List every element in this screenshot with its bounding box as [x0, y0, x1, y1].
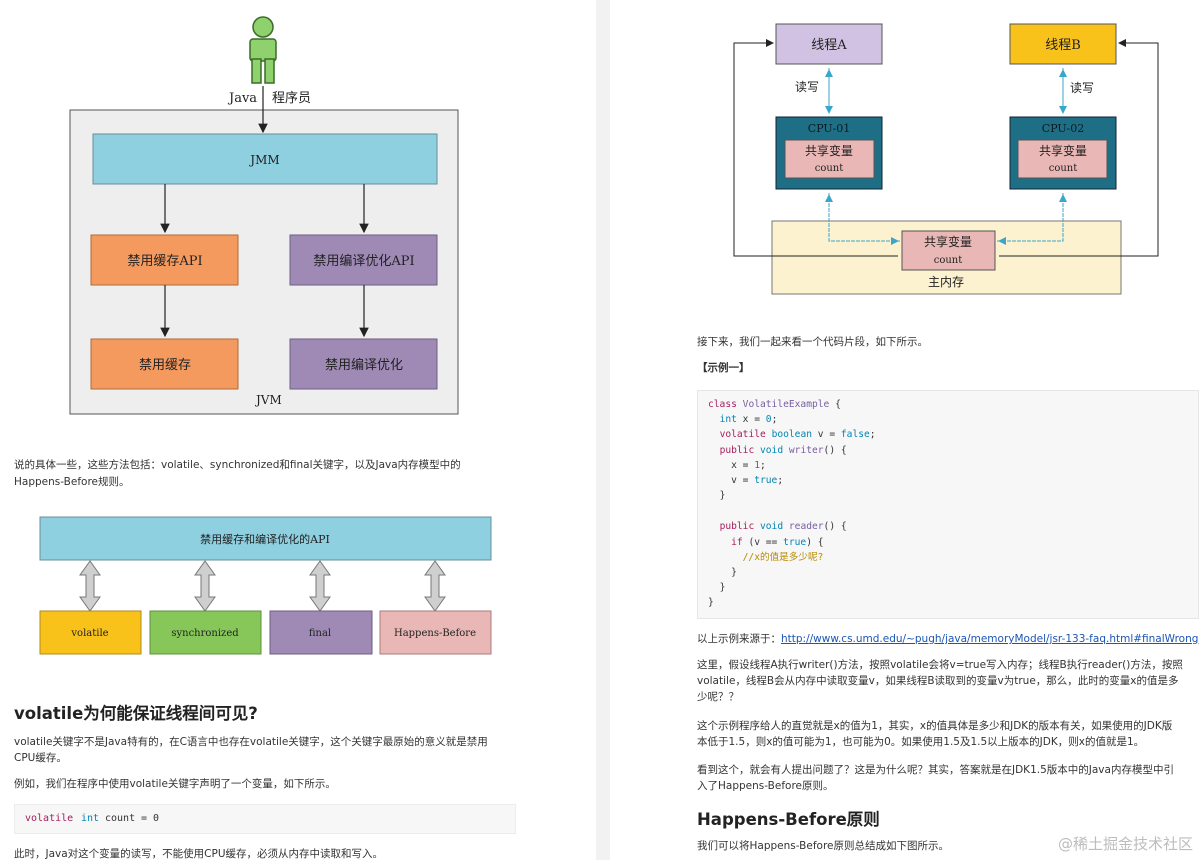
cache-box — [90, 338, 239, 390]
para2-line2: CPU缓存。 — [14, 752, 67, 764]
heading-volatile: volatile为何能保证线程间可见? — [14, 704, 258, 723]
source-line: 以上示例来源于：http://www.cs.umd.edu/~pugh/java… — [697, 631, 1198, 648]
volatile-label: volatile — [70, 628, 108, 639]
volatile-box — [39, 610, 142, 655]
code-var: count — [105, 813, 136, 824]
para1-line1: 说的具体一些，这些方法包括：volatile、synchronized和fina… — [14, 459, 461, 471]
final-label: final — [309, 628, 331, 639]
source-link[interactable]: http://www.cs.umd.edu/~pugh/java/memoryM… — [781, 633, 1199, 645]
para1: 接下来，我们一起来看一个代码片段，如下所示。 — [697, 336, 928, 348]
jvm-label: JVM — [254, 393, 282, 407]
person-label-java: Java — [227, 91, 257, 106]
para3-line1: 这个示例程序给人的直觉就是x的值为1，其实，x的值具体是多少和JDK的版本有关，… — [697, 720, 1173, 732]
left-page: Java 程序员 JVM JMM 禁用缓存API 禁用编译优化API 禁用缓存 … — [0, 0, 596, 860]
compile-api-label: 禁用编译优化API — [313, 254, 414, 269]
right-page: 主内存 共享变量 count 线程A 线程B 读写 读写 CPU-01 共享变量… — [610, 0, 1203, 860]
api-top-box — [39, 516, 492, 561]
thread-b-label: 线程B — [1045, 38, 1081, 53]
code-kw-int: int — [81, 813, 100, 824]
para4-line1: 看到这个，就会有人提出问题了？这是为什么呢？其实，答案就是在JDK1.5版本中的… — [697, 764, 1174, 776]
thread-a-box — [775, 23, 883, 65]
api-top-label: 禁用缓存和编译优化的API — [200, 532, 330, 546]
code-block: class VolatileExample { int x = 0; volat… — [697, 390, 1199, 619]
jmm-diagram: Java 程序员 JVM JMM 禁用缓存API 禁用编译优化API 禁用缓存 … — [69, 16, 459, 415]
thread-a-label: 线程A — [811, 38, 847, 53]
cpu1-count-label: count — [815, 163, 844, 174]
para1-line2: Happens-Before规则。 — [14, 476, 130, 488]
main-shared-box — [901, 230, 996, 271]
para5: 我们可以将Happens-Before原则总结成如下图所示。 — [697, 840, 949, 852]
para3-line2: 本低于1.5，则x的值可能为1，也可能为0。如果使用1.5及1.5以上版本的JD… — [697, 736, 1145, 748]
para2-line1: volatile关键字不是Java特有的，在C语言中也存在volatile关键字… — [14, 736, 488, 748]
rw-label-b: 读写 — [1070, 81, 1094, 95]
main-shared-label: 共享变量 — [924, 234, 972, 249]
compile-box — [289, 338, 438, 390]
para4-line2: 入了Happens-Before原则。 — [697, 780, 834, 792]
cache-api-box — [90, 234, 239, 286]
cpu2-label: CPU-02 — [1042, 122, 1084, 135]
api-diagram: 禁用缓存和编译优化的API volatile synchronized fina… — [39, 516, 492, 655]
happens-before-box — [379, 610, 492, 655]
cpu2-count-label: count — [1049, 163, 1078, 174]
person-label-programmer: 程序员 — [272, 91, 311, 106]
synchronized-label: synchronized — [171, 628, 239, 639]
para2-line1: 这里，假设线程A执行writer()方法，按照volatile会将v=true写… — [697, 659, 1183, 671]
programmer-icon — [249, 16, 277, 84]
main-count-label: count — [934, 255, 963, 266]
jmm-label: JMM — [248, 153, 279, 167]
watermark: @稀土掘金技术社区 — [1057, 835, 1193, 853]
cpu2-shared-label: 共享变量 — [1039, 143, 1087, 158]
synchronized-box — [149, 610, 262, 655]
jmm-box — [92, 133, 438, 185]
cpu1-label: CPU-01 — [808, 122, 850, 135]
para3: 例如，我们在程序中使用volatile关键字声明了一个变量，如下所示。 — [14, 778, 336, 790]
code-inline: volatile int count = 0 — [14, 804, 516, 834]
final-box — [269, 610, 373, 655]
compile-label: 禁用编译优化 — [325, 358, 403, 373]
cpu1-shared-label: 共享变量 — [805, 143, 853, 158]
code-rest: = 0 — [141, 813, 160, 824]
para2-line3: 少呢？？ — [697, 691, 739, 703]
cache-api-label: 禁用缓存API — [127, 254, 202, 269]
main-memory-label: 主内存 — [928, 275, 964, 289]
code-kw-volatile: volatile — [25, 813, 74, 824]
happens-before-label: Happens-Before — [394, 628, 476, 639]
memory-diagram: 主内存 共享变量 count 线程A 线程B 读写 读写 CPU-01 共享变量… — [733, 23, 1159, 295]
heading-happens-before: Happens-Before原则 — [697, 810, 880, 829]
example-label: 【示例一】 — [697, 362, 750, 374]
para2-line2: volatile，线程B会从内存中读取变量v，如果线程B读取到的变量v为true… — [697, 675, 1179, 687]
cache-label: 禁用缓存 — [139, 358, 191, 373]
rw-label-a: 读写 — [795, 80, 819, 94]
thread-b-box — [1009, 23, 1117, 65]
para4: 此时，Java对这个变量的读写，不能使用CPU缓存，必须从内存中读取和写入。 — [14, 848, 384, 860]
source-prefix: 以上示例来源于： — [697, 633, 781, 645]
